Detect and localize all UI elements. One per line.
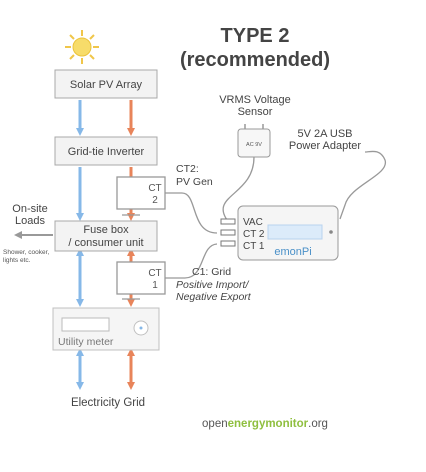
- loads-detail-line1: Shower, cooker,: [3, 249, 49, 256]
- usb-cable: [339, 150, 386, 220]
- ac-adapter-text: AC 9V: [246, 142, 262, 148]
- ct1-callout-line2: Positive Import/: [176, 279, 249, 291]
- electricity-grid-label: Electricity Grid: [71, 397, 145, 409]
- ct2-callout-line1: CT2:: [176, 163, 199, 175]
- loads-label-line1: On-site: [12, 203, 47, 215]
- ct2-clamp-number: 2: [152, 195, 158, 206]
- ct1-clamp-label: CT: [148, 268, 161, 279]
- inverter-box: [54, 136, 158, 166]
- port-ct2-label: CT 2: [243, 229, 265, 240]
- emonpi-led: [329, 230, 333, 234]
- solar-pv-array-label: Solar PV Array: [70, 79, 143, 91]
- ct1-clamp: CT 1: [116, 261, 166, 300]
- loads-detail-line2: lights etc.: [3, 257, 31, 264]
- ct2-clamp: CT 2: [116, 176, 166, 216]
- ct2-clamp-label: CT: [148, 183, 161, 194]
- ct1-clamp-number: 1: [152, 280, 158, 291]
- ct1-callout-line1: C1: Grid: [192, 266, 231, 278]
- sensor-label-line2: Sensor: [238, 106, 273, 118]
- brand-logo-text: openenergymonitor.org: [202, 418, 328, 430]
- port-vac-label: VAC: [243, 217, 263, 228]
- ac-adapter-icon: AC 9V: [237, 124, 271, 158]
- loads-label-line2: Loads: [15, 215, 45, 227]
- utility-meter-display: [61, 317, 110, 332]
- utility-meter-label: Utility meter: [58, 336, 114, 348]
- emonpi-unit: emonPi: [220, 205, 339, 261]
- ct2-callout-line2: PV Gen: [176, 176, 213, 188]
- fuse-box: [54, 220, 158, 252]
- title-line2: (recommended): [180, 49, 330, 71]
- cables: [165, 150, 386, 279]
- inverter-label: Grid-tie Inverter: [68, 146, 145, 158]
- ct2-cable: [165, 192, 218, 234]
- solar-pv-array-box: [54, 69, 158, 99]
- port-ct1-label: CT 1: [243, 241, 265, 252]
- emonpi-screen: [267, 224, 323, 240]
- fuse-box-label-line1: Fuse box: [83, 224, 129, 236]
- fuse-box-label-line2: / consumer unit: [68, 237, 143, 249]
- vac-plug: [220, 218, 236, 225]
- ct2-plug: [220, 229, 236, 236]
- vac-cable: [222, 156, 255, 221]
- adapter-label-line1: 5V 2A USB: [297, 128, 352, 140]
- adapter-label-line2: Power Adapter: [289, 140, 361, 152]
- ct1-cable: [165, 243, 218, 279]
- sensor-label-line1: VRMS Voltage: [219, 94, 291, 106]
- sun-icon: [65, 30, 99, 64]
- ct1-plug: [220, 240, 236, 247]
- emonpi-logo: emonPi: [274, 246, 311, 258]
- ct1-callout-line3: Negative Export: [176, 291, 252, 303]
- title-line1: TYPE 2: [221, 25, 290, 47]
